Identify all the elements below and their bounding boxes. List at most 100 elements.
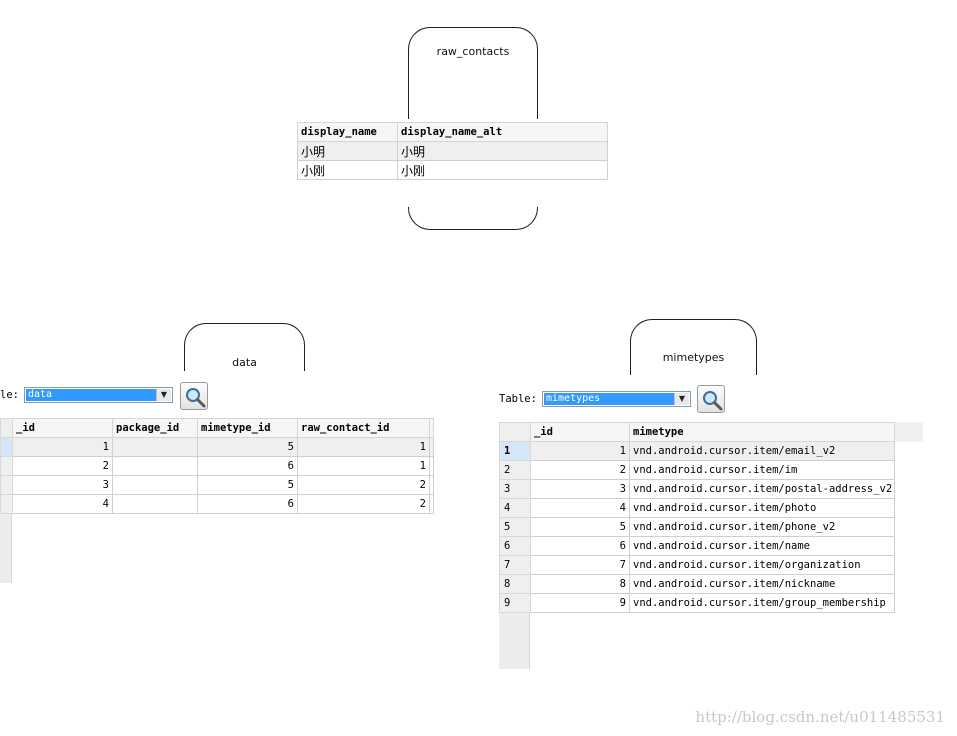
column-header-display-name[interactable]: display_name [297,122,398,142]
row-header[interactable]: 6 [499,536,531,556]
data-table-label: le: [0,389,19,401]
row-header[interactable]: 1 [499,441,531,461]
column-header-id[interactable]: _id [530,422,630,442]
row-header-corner [0,418,13,438]
table-row[interactable]: 小明 小明 [297,141,614,161]
column-header-raw-contact-id[interactable]: raw_contact_id [297,418,430,438]
data-table-select[interactable]: data ▼ [24,387,173,403]
magnifier-icon [703,391,723,411]
mimetypes-title: mimetypes [662,351,725,364]
table-row[interactable]: 1 1 vnd.android.cursor.item/email_v2 [499,441,895,461]
table-row[interactable]: 4 4 vnd.android.cursor.item/photo [499,498,895,518]
chevron-down-icon[interactable]: ▼ [156,389,171,401]
column-header-mimetype[interactable]: mimetype [629,422,895,442]
data-search-button[interactable] [180,382,208,410]
cell-raw-contact-id[interactable]: 2 [297,494,430,514]
cell-mimetype[interactable]: vnd.android.cursor.item/photo [629,498,895,518]
cell-display-name-alt[interactable]: 小明 [397,141,608,161]
row-header[interactable] [0,456,13,476]
mimetypes-table-select[interactable]: mimetypes ▼ [542,391,691,407]
watermark-text: http://blog.csdn.net/u011485531 [695,708,945,726]
cell-mimetype[interactable]: vnd.android.cursor.item/group_membership [629,593,895,613]
cell-id[interactable]: 7 [530,555,630,575]
cell-mimetype[interactable]: vnd.android.cursor.item/name [629,536,895,556]
cell-mimetype[interactable]: vnd.android.cursor.item/im [629,460,895,480]
table-row[interactable]: 3 5 2 [0,475,434,495]
column-header-mimetype-id[interactable]: mimetype_id [197,418,298,438]
cell-id[interactable]: 4 [12,494,113,514]
cell-mimetype-id[interactable]: 5 [197,475,298,495]
table-row[interactable]: 5 5 vnd.android.cursor.item/phone_v2 [499,517,895,537]
cell-filler [429,494,434,514]
cell-mimetype-id[interactable]: 6 [197,456,298,476]
mimetypes-search-button[interactable] [697,385,725,413]
cell-id[interactable]: 2 [12,456,113,476]
chevron-down-icon[interactable]: ▼ [674,393,689,405]
cell-package-id[interactable] [112,494,198,514]
cell-id[interactable]: 8 [530,574,630,594]
cell-filler [429,456,434,476]
row-header[interactable]: 4 [499,498,531,518]
table-row[interactable]: 7 7 vnd.android.cursor.item/organization [499,555,895,575]
cell-display-name[interactable]: 小刚 [297,160,398,180]
cell-id[interactable]: 1 [12,437,113,457]
row-header[interactable]: 8 [499,574,531,594]
row-header[interactable]: 3 [499,479,531,499]
column-header-display-name-alt[interactable]: display_name_alt [397,122,608,142]
magnifier-icon [186,388,206,408]
mimetypes-table-label: Table: [499,393,537,405]
mimetypes-title-tab: mimetypes [630,319,757,375]
row-header[interactable]: 5 [499,517,531,537]
header-row: _id mimetype [499,422,895,442]
row-header[interactable]: 7 [499,555,531,575]
row-header[interactable] [0,475,13,495]
cell-mimetype-id[interactable]: 6 [197,494,298,514]
cell-id[interactable]: 3 [12,475,113,495]
table-row[interactable]: 8 8 vnd.android.cursor.item/nickname [499,574,895,594]
table-row[interactable]: 4 6 2 [0,494,434,514]
cell-id[interactable]: 4 [530,498,630,518]
row-header-corner [499,422,531,442]
cell-mimetype-id[interactable]: 5 [197,437,298,457]
column-header-filler [429,418,434,438]
table-row[interactable]: 1 5 1 [0,437,434,457]
table-row[interactable]: 小刚 小刚 [297,160,614,180]
cell-filler [429,475,434,495]
cell-id[interactable]: 3 [530,479,630,499]
row-header[interactable] [0,494,13,514]
table-row[interactable]: 3 3 vnd.android.cursor.item/postal-addre… [499,479,895,499]
cell-raw-contact-id[interactable]: 1 [297,437,430,457]
cell-mimetype[interactable]: vnd.android.cursor.item/nickname [629,574,895,594]
row-header[interactable] [0,437,13,457]
table-row[interactable]: 6 6 vnd.android.cursor.item/name [499,536,895,556]
cell-id[interactable]: 5 [530,517,630,537]
cell-filler [429,437,434,457]
table-row[interactable]: 9 9 vnd.android.cursor.item/group_member… [499,593,895,613]
cell-id[interactable]: 9 [530,593,630,613]
cell-raw-contact-id[interactable]: 2 [297,475,430,495]
cell-id[interactable]: 2 [530,460,630,480]
cell-raw-contact-id[interactable]: 1 [297,456,430,476]
cell-mimetype[interactable]: vnd.android.cursor.item/postal-address_v… [629,479,895,499]
table-row[interactable]: 2 6 1 [0,456,434,476]
cell-mimetype[interactable]: vnd.android.cursor.item/organization [629,555,895,575]
data-title: data [232,356,257,369]
column-header-id[interactable]: _id [12,418,113,438]
cell-mimetype[interactable]: vnd.android.cursor.item/email_v2 [629,441,895,461]
row-header[interactable]: 2 [499,460,531,480]
cell-filler [607,141,614,161]
table-row[interactable]: 2 2 vnd.android.cursor.item/im [499,460,895,480]
column-header-package-id[interactable]: package_id [112,418,198,438]
cell-package-id[interactable] [112,437,198,457]
cell-display-name-alt[interactable]: 小刚 [397,160,608,180]
cell-id[interactable]: 1 [530,441,630,461]
cell-id[interactable]: 6 [530,536,630,556]
cell-package-id[interactable] [112,456,198,476]
row-header[interactable]: 9 [499,593,531,613]
cell-package-id[interactable] [112,475,198,495]
data-table-select-value: data [26,389,156,401]
cell-display-name[interactable]: 小明 [297,141,398,161]
raw-contacts-grid: display_name display_name_alt 小明 小明 小刚 小… [297,122,614,180]
raw-contacts-title-tab: raw_contacts [408,27,538,119]
cell-mimetype[interactable]: vnd.android.cursor.item/phone_v2 [629,517,895,537]
